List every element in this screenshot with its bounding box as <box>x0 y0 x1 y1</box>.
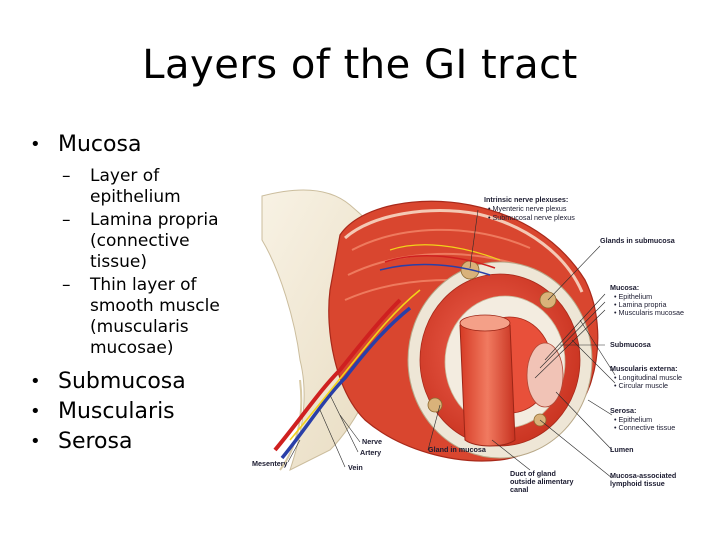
label-vein: Vein <box>348 463 363 472</box>
sub-bullet-line: smooth muscle <box>90 296 238 317</box>
sub-bullet-muscularis-mucosae: – Thin layer of smooth muscle (musculari… <box>58 275 238 359</box>
label-mesentery: Mesentery <box>252 459 288 468</box>
label-muscularis-externa: Muscularis externa: <box>610 364 678 373</box>
bullet-submucosa-label: Submucosa <box>58 369 186 394</box>
duct-tube <box>460 320 515 446</box>
bullet-serosa-label: Serosa <box>58 429 132 454</box>
label-glands-in-submucosa: Glands in submucosa <box>600 236 676 245</box>
label-muscularis-mucosae: • Muscularis mucosae <box>614 308 684 317</box>
bullet-serosa: • Serosa <box>28 427 238 457</box>
sub-bullet-line: epithelium <box>90 187 238 208</box>
sub-bullet-line: (muscularis <box>90 317 238 338</box>
sub-bullet-dash: – <box>62 166 71 187</box>
label-connective-tissue: • Connective tissue <box>614 423 675 432</box>
label-nerve: Nerve <box>362 437 382 446</box>
gi-tract-cross-section-illustration: Intrinsic nerve plexuses: • Myenteric ne… <box>246 186 716 496</box>
bullet-muscularis: • Muscularis <box>28 397 238 427</box>
mucosa-sublist: – Layer of epithelium – Lamina propria (… <box>58 166 238 359</box>
sub-bullet-dash: – <box>62 275 71 296</box>
sub-bullet-line: Layer of <box>90 166 238 187</box>
slide-title: Layers of the GI tract <box>0 42 720 88</box>
bullet-mucosa: • Mucosa <box>28 130 238 160</box>
label-circular-muscle: • Circular muscle <box>614 381 668 390</box>
label-gland-in-mucosa: Gland in mucosa <box>428 445 487 454</box>
label-submucosal-nerve-plexus: • Submucosal nerve plexus <box>488 213 575 222</box>
bullet-dot: • <box>30 367 41 397</box>
sub-bullet-line: mucosae) <box>90 338 238 359</box>
sub-bullet-line: (connective <box>90 231 238 252</box>
bullet-muscularis-label: Muscularis <box>58 399 175 424</box>
bullet-dot: • <box>30 427 41 457</box>
label-mucosa: Mucosa: <box>610 283 639 292</box>
sub-bullet-dash: – <box>62 210 71 231</box>
sub-bullet-line: tissue) <box>90 252 238 273</box>
lumen-shape <box>527 343 563 407</box>
label-malt-2: lymphoid tissue <box>610 479 665 488</box>
bullet-submucosa: • Submucosa <box>28 367 238 397</box>
label-serosa: Serosa: <box>610 406 636 415</box>
sub-bullet-lamina-propria: – Lamina propria (connective tissue) <box>58 210 238 273</box>
label-lumen: Lumen <box>610 445 634 454</box>
sub-bullet-line: Thin layer of <box>90 275 238 296</box>
bullet-dot: • <box>30 130 41 160</box>
bullet-dot: • <box>30 397 41 427</box>
label-submucosa: Submucosa <box>610 340 652 349</box>
sub-bullet-line: Lamina propria <box>90 210 238 231</box>
bullet-mucosa-label: Mucosa <box>58 132 141 157</box>
label-intrinsic-nerve-plexuses: Intrinsic nerve plexuses: <box>484 195 568 204</box>
label-myenteric-nerve-plexus: • Myenteric nerve plexus <box>488 204 567 213</box>
sub-bullet-epithelium: – Layer of epithelium <box>58 166 238 208</box>
label-duct-of-gland-3: canal <box>510 485 528 494</box>
bullet-list: • Mucosa – Layer of epithelium – Lamina … <box>28 130 238 457</box>
label-artery: Artery <box>360 448 381 457</box>
